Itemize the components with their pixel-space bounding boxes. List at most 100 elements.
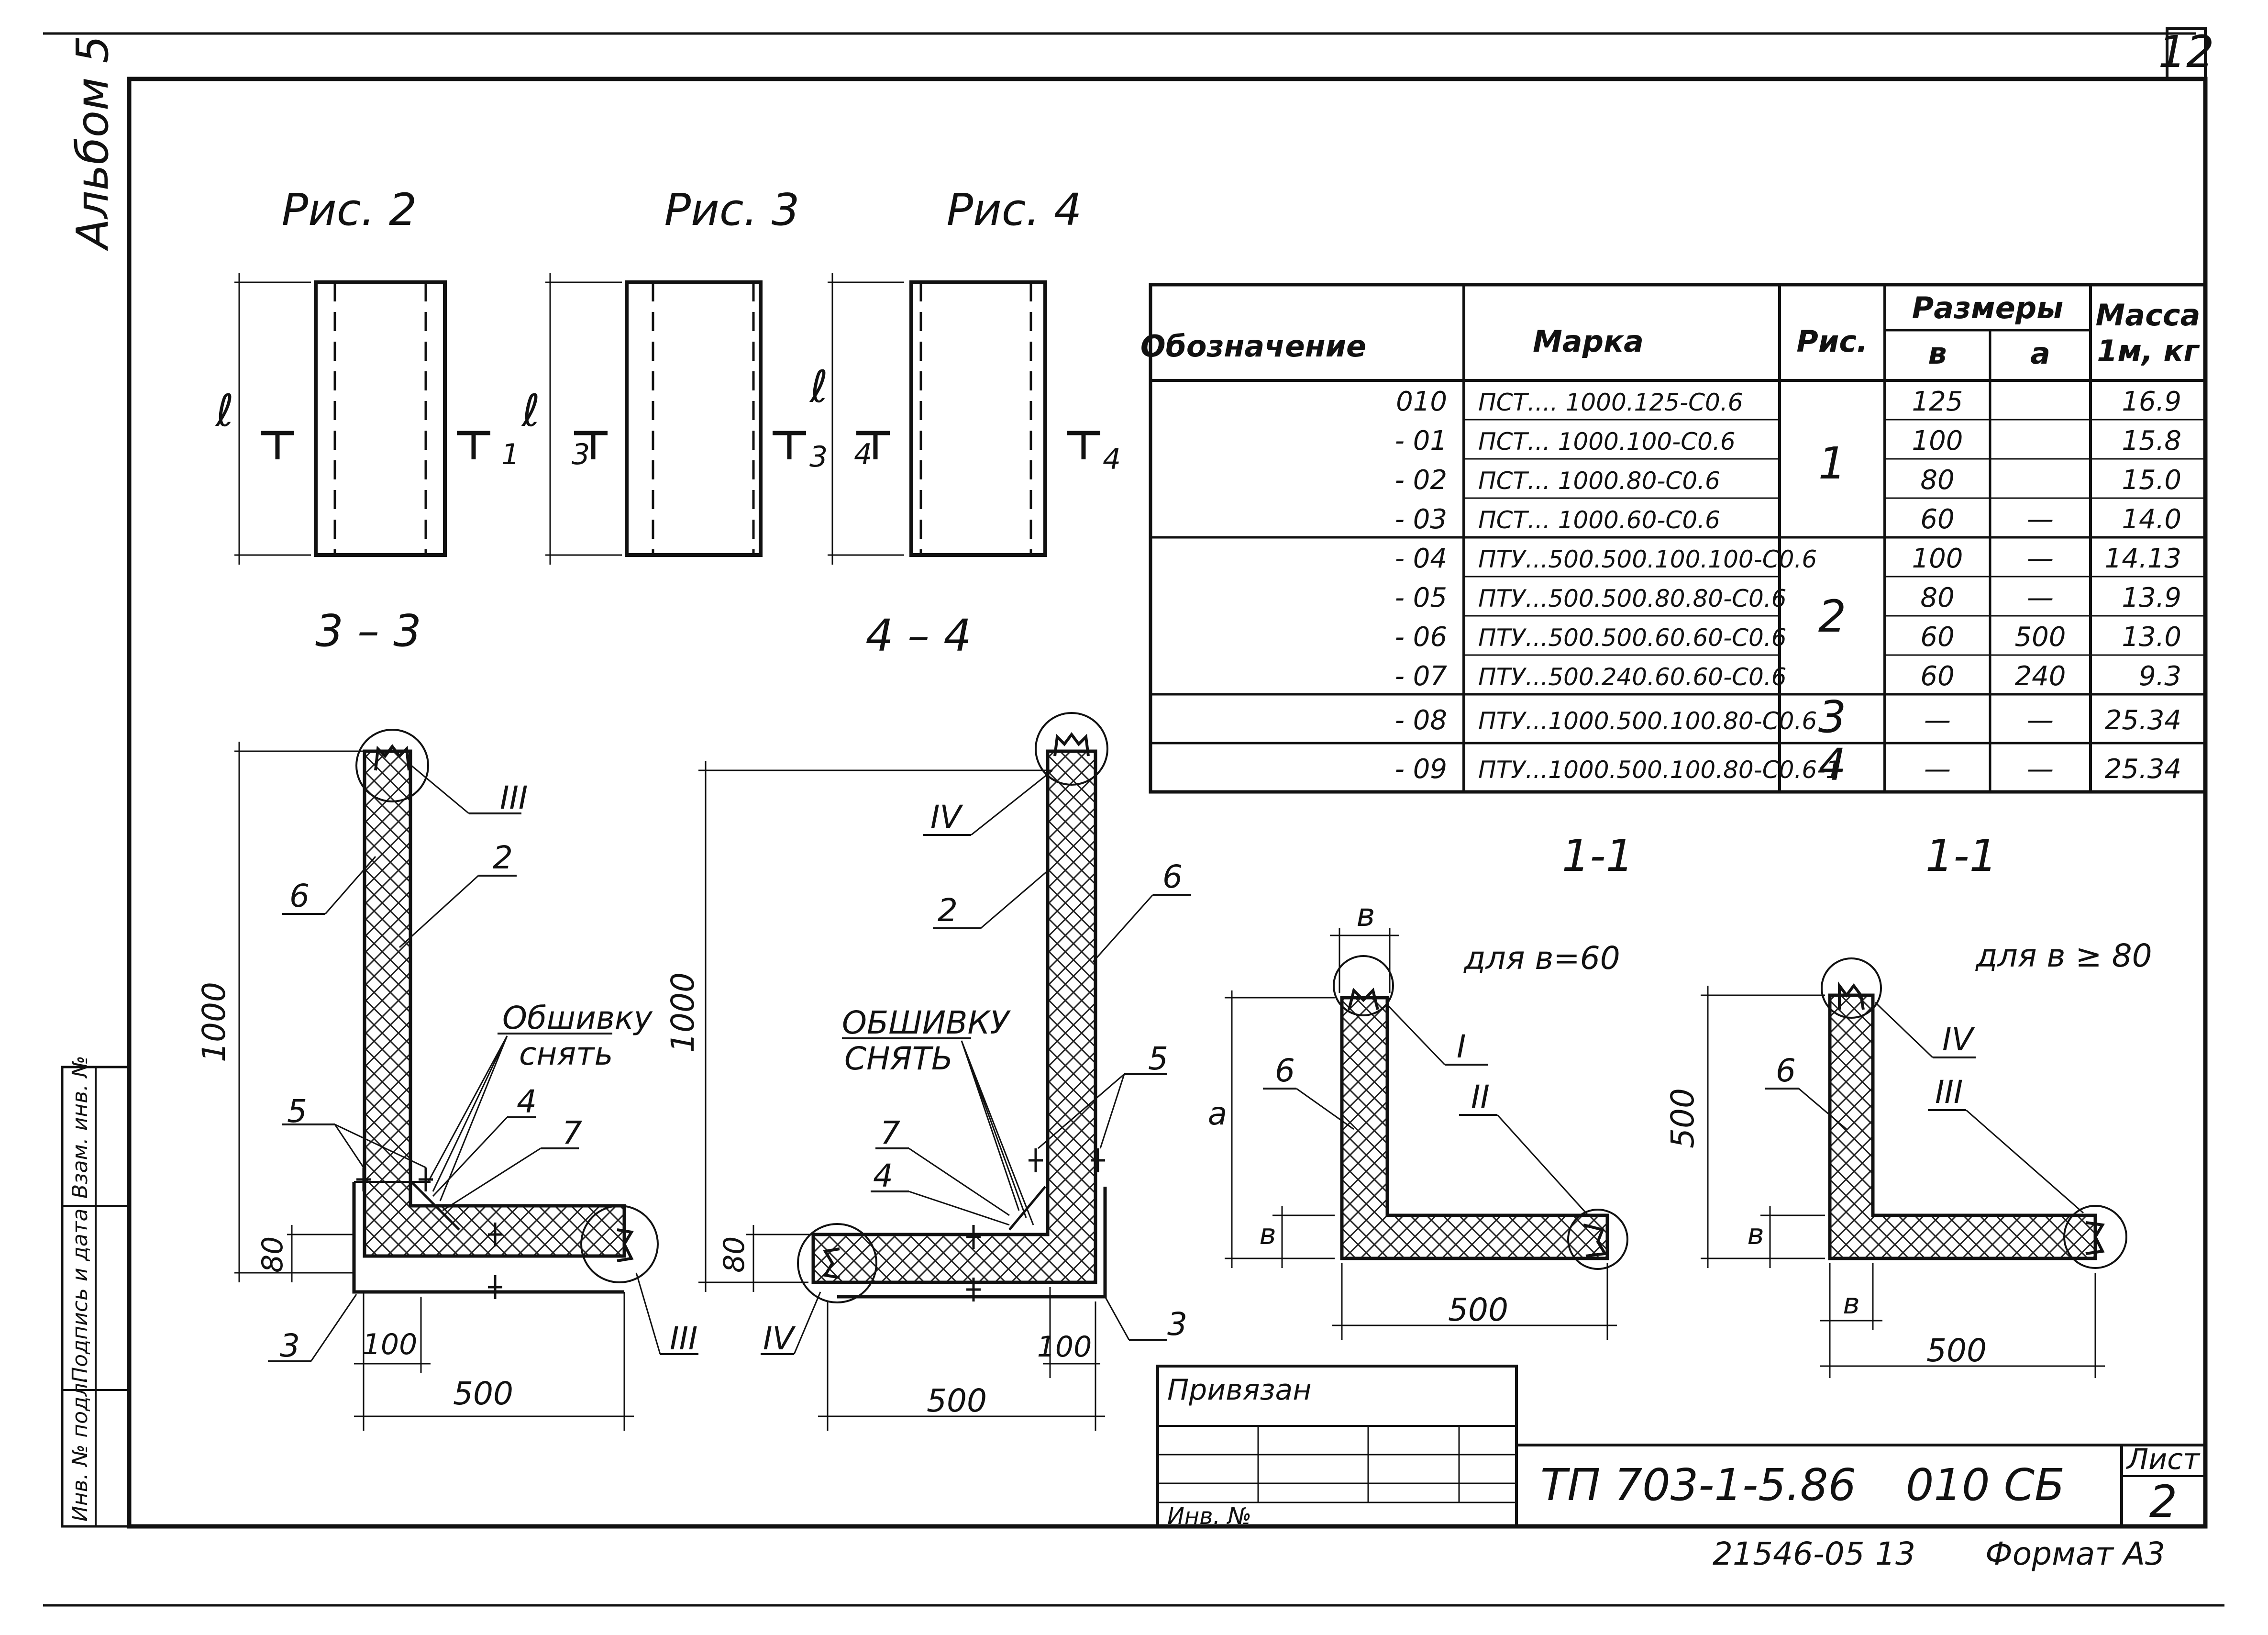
cell-mass: 15.0 — [2122, 465, 2181, 496]
cell-mark: ПТУ...1000.500.100.80-С0.6 — [1478, 707, 1817, 735]
sheet-number: 12 — [2158, 26, 2214, 78]
cell-mass: 14.0 — [2122, 504, 2181, 535]
fig2-length-label: ℓ — [215, 385, 234, 436]
cell-mass: 25.34 — [2105, 705, 2181, 736]
cell-mark: ПСТ... 1000.60-С0.6 — [1478, 506, 1720, 534]
cell-designation: - 03 — [1395, 504, 1447, 535]
title-block: Привязан Инв. № ТП 703-1-5.86 010 СБ Лис… — [1156, 1365, 2205, 1530]
fig2-title: Рис. 2 — [282, 184, 417, 235]
s44-pos2: 2 — [938, 892, 958, 929]
sheet-number-box: 12 — [2158, 26, 2214, 80]
cell-designation: - 09 — [1395, 754, 1447, 785]
cell-designation: - 06 — [1395, 622, 1447, 653]
footer-page: 13 — [1875, 1535, 1915, 1572]
main-frame — [127, 77, 2208, 1529]
s33-pos6: 6 — [289, 878, 310, 914]
fig3-section-right: 3 — [809, 440, 828, 474]
s11a-b-dim: в — [1357, 897, 1375, 934]
section-33-title: 3 – 3 — [315, 605, 421, 656]
cell-designation: 010 — [1396, 386, 1447, 417]
figure-4: Рис. 4 ℓ 4 4 — [809, 184, 1121, 565]
fig-group-4: 4 — [1818, 739, 1847, 790]
s33-pos4: 4 — [517, 1083, 537, 1120]
order-number: 21546-05 — [1713, 1535, 1865, 1572]
cell-dim-b: 60 — [1920, 661, 1954, 692]
s11b-title: 1-1 — [1925, 830, 1997, 881]
cell-mass: 13.9 — [2122, 582, 2181, 613]
s33-leg-dim: 100 — [363, 1328, 418, 1361]
s33-pos5: 5 — [287, 1093, 307, 1130]
cell-dim-a: — — [2027, 504, 2054, 535]
fig4-length-label: ℓ — [809, 361, 828, 412]
s11b-node1: IV — [1942, 1021, 1975, 1058]
s33-pos7: 7 — [562, 1114, 582, 1151]
th-mass-unit: 1м, кг — [2097, 334, 2200, 368]
cell-dim-a: 240 — [2015, 661, 2066, 692]
cell-mark: ПТУ...500.500.80.80-С0.6 — [1478, 585, 1787, 612]
s44-pos6: 6 — [1162, 858, 1183, 895]
cell-designation: - 08 — [1395, 705, 1447, 736]
section-44-title: 4 – 4 — [865, 610, 972, 661]
fig4-section-left: 4 — [854, 438, 872, 471]
side-stamp-col3: Взам. инв. № — [68, 1056, 92, 1199]
s11a-title: 1-1 — [1562, 830, 1634, 881]
th-mass: Масса — [2096, 298, 2201, 333]
cell-dim-b: 125 — [1912, 386, 1963, 417]
cell-dim-b: 100 — [1912, 425, 1963, 456]
s11a-a-dim: а — [1208, 1095, 1227, 1132]
s33-note-line2: снять — [519, 1035, 613, 1072]
inv-label: Инв. № — [1167, 1503, 1251, 1530]
th-fig: Рис. — [1796, 324, 1868, 359]
s11b-b2-dim: в — [1843, 1287, 1859, 1321]
s11b-height-dim: 500 — [1664, 1088, 1701, 1148]
sheet-value: 2 — [2149, 1476, 2178, 1527]
fig4-title: Рис. 4 — [947, 184, 1082, 235]
s11b-width-dim: 500 — [1926, 1332, 1987, 1369]
cell-dim-a: — — [2027, 543, 2054, 574]
s11b-pos6: 6 — [1776, 1052, 1796, 1089]
side-stamp-col2: Подпись и дата — [68, 1209, 92, 1383]
s33-node-right: III — [670, 1320, 697, 1357]
figure-3: Рис. 3 ℓ 3 3 — [521, 184, 828, 565]
s44-note-line1: ОБШИВКУ — [842, 1004, 1011, 1041]
cell-dim-a: 500 — [2015, 622, 2066, 653]
cell-dim-a: — — [2027, 582, 2054, 613]
cell-mass: 13.0 — [2122, 622, 2181, 653]
cell-mass: 9.3 — [2139, 661, 2181, 692]
fig-group-1: 1 — [1818, 438, 1847, 489]
cell-dim-a: — — [2027, 705, 2054, 736]
s44-width-dim: 500 — [927, 1382, 987, 1419]
s11b-node2: III — [1935, 1074, 1963, 1111]
cell-dim-b: 100 — [1912, 543, 1963, 574]
section-1-1-b60: 1-1 для в=60 в а в 500 I II 6 — [1208, 830, 1634, 1340]
cell-designation: - 05 — [1395, 582, 1447, 613]
s33-thickness-dim: 80 — [256, 1236, 289, 1273]
cell-dim-b: 80 — [1920, 465, 1954, 496]
sheet-label: Лист — [2126, 1443, 2201, 1476]
th-designation: Обозначение — [1140, 329, 1366, 364]
section-1-1-b80: 1-1 для в ≥ 80 500 в в 500 IV III 6 — [1664, 830, 2152, 1378]
s44-node-left: IV — [763, 1320, 796, 1357]
s33-width-dim: 500 — [453, 1375, 513, 1412]
s44-node-top: IV — [930, 799, 963, 835]
cell-mark: ПСТ... 1000.80-С0.6 — [1478, 467, 1720, 495]
fig3-length-label: ℓ — [521, 385, 540, 436]
s11a-node1: I — [1457, 1028, 1466, 1065]
cell-mark: ПСТ.... 1000.125-С0.6 — [1478, 389, 1743, 416]
footer-format: Формат А3 — [1985, 1535, 2165, 1572]
cell-dim-a: — — [2027, 754, 2054, 785]
fig3-section-left: 3 — [572, 438, 590, 471]
s11a-node2: II — [1471, 1079, 1490, 1115]
s33-pos3: 3 — [280, 1327, 300, 1364]
section-code: 010 СБ — [1906, 1459, 2065, 1511]
cell-dim-b: — — [1924, 754, 1951, 785]
cell-mark: ПТУ...1000.500.100.80-С0.6-1 — [1478, 756, 1841, 784]
s44-pos5: 5 — [1148, 1040, 1168, 1077]
fig2-section-right: 1 — [501, 438, 520, 471]
cell-dim-b: 60 — [1920, 622, 1954, 653]
s33-node-top: III — [500, 779, 528, 816]
s33-note-line1: Обшивку — [502, 1000, 653, 1036]
s44-height-dim: 1000 — [664, 972, 701, 1053]
